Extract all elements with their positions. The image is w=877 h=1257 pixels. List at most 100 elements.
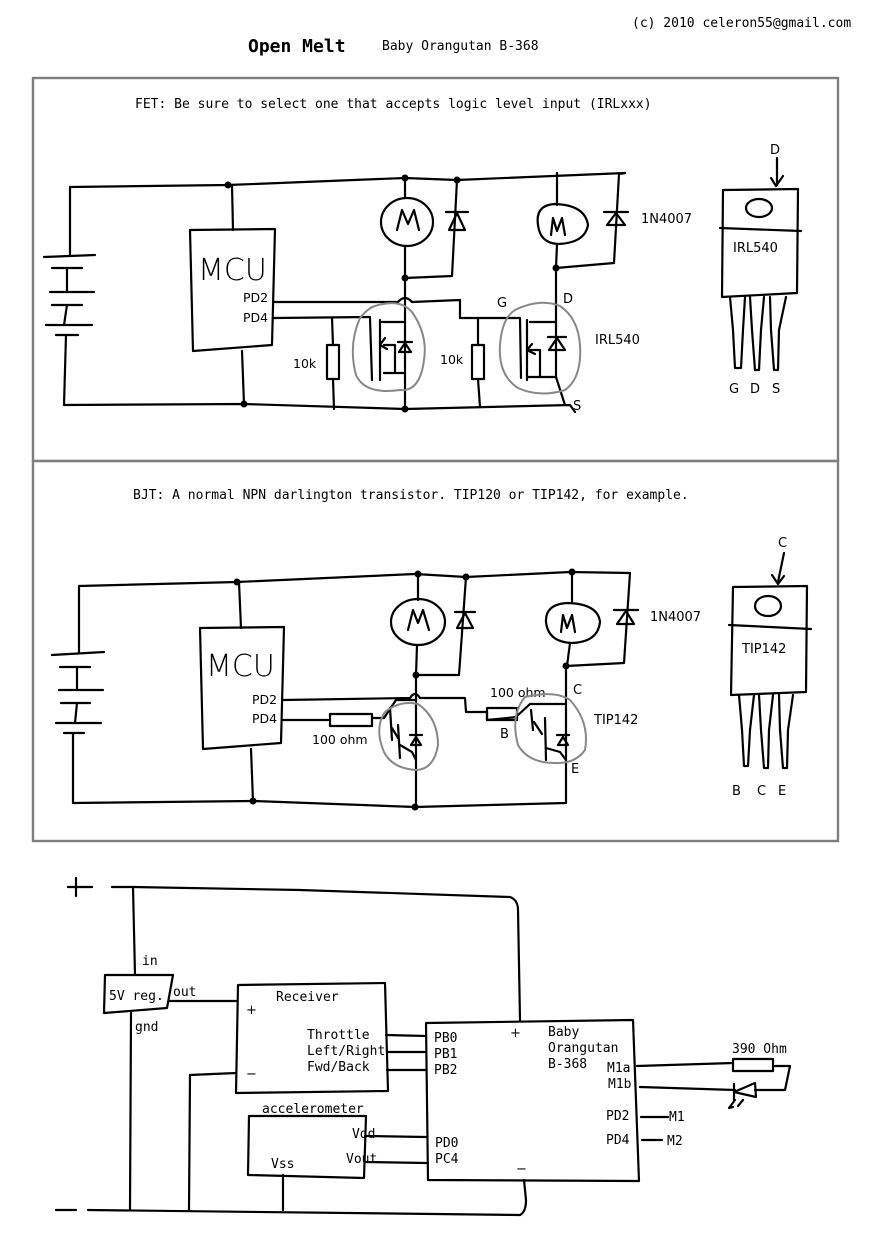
battery-symbol <box>42 185 97 407</box>
regulator-gnd-label: gnd <box>135 1020 158 1035</box>
wire-stroke <box>378 336 389 351</box>
controller-name-line-1: Baby <box>548 1025 579 1040</box>
wire-stroke <box>71 763 568 809</box>
led-icon <box>732 1081 758 1102</box>
bjt-panel-frame <box>31 459 840 843</box>
wire-stroke <box>720 187 800 299</box>
wire-stroke <box>753 594 783 618</box>
package-pin-1: G <box>729 382 739 397</box>
wire-stroke <box>62 402 577 414</box>
package-pin-2: D <box>750 382 760 397</box>
flyback-diode-4 <box>612 608 640 626</box>
wire-stroke <box>727 1098 745 1110</box>
wire-stroke <box>382 698 418 720</box>
bjt-panel: BJT: A normal NPN darlington transistor.… <box>50 488 813 811</box>
fet-transistor-label: IRL540 <box>595 333 640 348</box>
wire-stroke <box>728 295 747 370</box>
wire-stroke <box>565 641 572 668</box>
wire-stroke <box>68 171 627 189</box>
mcu-label: MCU <box>198 253 267 288</box>
wire-stroke <box>555 733 571 747</box>
controller-pin-pb2: PB2 <box>434 1063 457 1078</box>
controller-target-m1: M1 <box>669 1110 685 1125</box>
package-pin-3-2: E <box>778 784 786 799</box>
wire-stroke <box>414 575 468 677</box>
drain-label: D <box>563 292 573 307</box>
wire-stroke <box>110 885 522 1022</box>
controller-minus-icon: − <box>516 1162 527 1177</box>
controller-pin-pd2: PD2 <box>606 1109 629 1124</box>
regulator-in-label: in <box>142 954 158 969</box>
wire-stroke <box>744 197 774 219</box>
regulator-block <box>102 973 175 1015</box>
package-pin-3: S <box>772 382 780 397</box>
controller-pin-pd4: PD4 <box>606 1133 630 1148</box>
controller-pin-pb0: PB0 <box>434 1031 457 1046</box>
package-name-label: IRL540 <box>733 241 778 256</box>
mcu-block <box>188 227 277 353</box>
receiver-minus-icon: − <box>246 1067 257 1082</box>
wire-stroke <box>737 693 756 768</box>
copyright-text: (c) 2010 celeron55@gmail.com <box>632 16 851 31</box>
wire-stroke <box>272 315 372 320</box>
wire-stroke <box>230 183 235 232</box>
bjt-package-diagram: C TIP142 B C E <box>727 536 813 799</box>
controller-pin-pd0: PD0 <box>435 1136 458 1151</box>
wire-stroke <box>729 584 809 697</box>
wire-stroke <box>777 693 795 770</box>
wire-stroke <box>554 320 567 407</box>
regulator-label: 5V reg. <box>109 989 164 1004</box>
bjt-transistor-label: TIP142 <box>593 713 638 728</box>
bjt-note: BJT: A normal NPN darlington transistor.… <box>133 488 689 503</box>
wire-stroke <box>727 623 813 631</box>
wire-stroke <box>396 340 414 354</box>
wire-stroke <box>414 643 419 677</box>
accelerometer-vdd: Vdd <box>352 1127 375 1142</box>
mcu-label-2: MCU <box>206 649 275 684</box>
wire-stroke <box>42 253 97 259</box>
page-title: Open Melt <box>248 36 346 57</box>
mcu-block-2 <box>198 625 286 751</box>
motor-1-icon <box>379 196 435 248</box>
led-resistor <box>731 1057 775 1073</box>
accelerometer-vout: Vout <box>346 1152 377 1167</box>
resistor-10k-right <box>470 343 486 381</box>
wire-stroke <box>281 692 489 714</box>
fet-note: FET: Be sure to select one that accepts … <box>135 97 652 112</box>
resistor-right-label-2: 100 ohm <box>490 685 546 700</box>
wire-stroke <box>240 349 246 406</box>
package-top-pin-label-2: C <box>778 536 787 551</box>
receiver-output-fwd-back: Fwd/Back <box>307 1060 370 1075</box>
wire-stroke <box>554 242 559 270</box>
controller-plus-icon: + <box>510 1026 521 1041</box>
gate-label: G <box>497 296 507 311</box>
wire-stroke <box>187 1071 238 1212</box>
controller-pin-m1a: M1a <box>607 1061 630 1076</box>
accelerometer-block <box>246 1114 368 1180</box>
pin-pd2-label-2: PD2 <box>252 692 277 707</box>
wire-stroke <box>272 296 502 320</box>
battery-symbol-2 <box>50 584 106 805</box>
wire-stroke <box>131 885 137 977</box>
receiver-output-left-right: Left/Right <box>307 1044 385 1059</box>
pin-pd2-label: PD2 <box>243 290 268 305</box>
accelerometer-vss: Vss <box>271 1157 294 1172</box>
wire-stroke <box>378 318 407 382</box>
wire-stroke <box>388 706 418 762</box>
diode-label: 1N4007 <box>641 212 692 227</box>
wiring-diagram: 5V reg. in out gnd Receiver + − Throttle… <box>54 876 792 1217</box>
wire-stroke <box>476 377 482 409</box>
diode-label-2: 1N4007 <box>650 610 701 625</box>
junction-dot <box>224 181 232 189</box>
accelerometer-label: accelerometer <box>262 1102 364 1117</box>
wire-stroke <box>718 226 803 233</box>
wire-stroke <box>331 377 336 411</box>
wire-stroke <box>249 747 255 803</box>
regulator-out-label: out <box>173 985 196 1000</box>
page-subtitle: Baby Orangutan B-368 <box>382 39 539 54</box>
flyback-diode-2 <box>602 210 630 227</box>
resistor-left-label: 10k <box>293 356 317 371</box>
wire-stroke <box>363 1134 428 1165</box>
controller-name-line-3: B-368 <box>548 1057 587 1072</box>
